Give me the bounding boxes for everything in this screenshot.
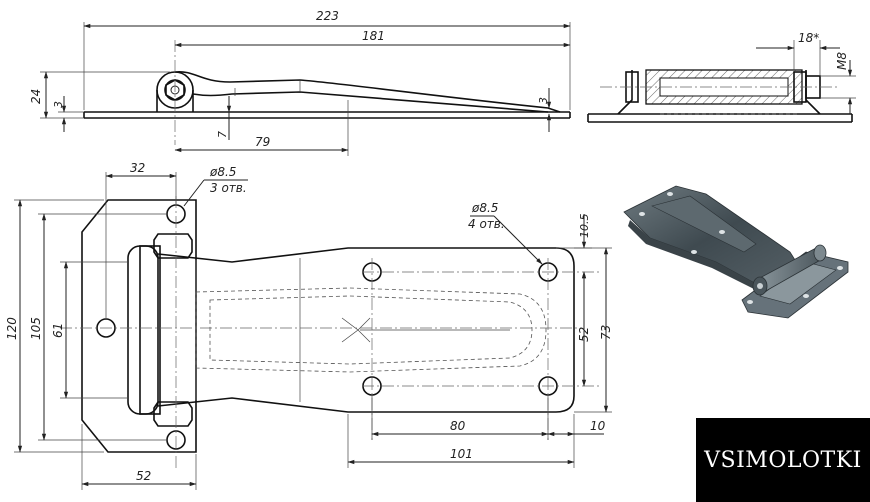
dim-bolt: M8: [835, 52, 849, 70]
dim-right-hole-span: 52: [577, 327, 591, 342]
main-view: 32 ø8.5 3 отв. ø8.5 4 отв. 120 105 61 10…: [5, 161, 613, 490]
note-left-hole-size: ø8.5: [209, 165, 236, 179]
dim-left-hole-spacing: 32: [130, 161, 145, 175]
dim-right-edge-offset: 10.5: [578, 214, 591, 239]
dim-thickness-left: 3: [52, 101, 65, 108]
dim-right-leaf-length: 101: [450, 447, 473, 461]
dim-overall-length: 223: [316, 9, 339, 23]
dim-pin-length: 18*: [798, 31, 819, 45]
dim-left-plate-width: 52: [136, 469, 151, 483]
note-left-hole-count: 3 отв.: [210, 181, 247, 195]
dim-hole-span: 105: [29, 317, 43, 340]
brand-logo: VSIMOLOTKI: [696, 418, 870, 502]
hinge-3d-render: [623, 185, 849, 319]
note-right-hole-count: 4 отв.: [468, 217, 505, 231]
top-view: 223 181 24 3 3 7 79: [29, 9, 571, 156]
dim-height: 24: [29, 89, 43, 104]
dim-flange-height: 61: [51, 323, 65, 338]
dim-right-height: 73: [599, 325, 613, 340]
side-view: 18* M8: [587, 31, 856, 123]
dim-offset: 7: [216, 131, 229, 138]
dim-right-hole-pitch: 80: [450, 419, 466, 433]
dim-leaf-length: 181: [362, 29, 385, 43]
note-right-hole-size: ø8.5: [471, 201, 498, 215]
brand-name: VSIMOLOTKI: [704, 447, 862, 473]
dim-right-edge-gap: 10: [590, 419, 606, 433]
dim-thickness-right: 3: [537, 97, 550, 104]
dim-overall-height: 120: [5, 317, 19, 340]
dim-step-length: 79: [255, 135, 270, 149]
